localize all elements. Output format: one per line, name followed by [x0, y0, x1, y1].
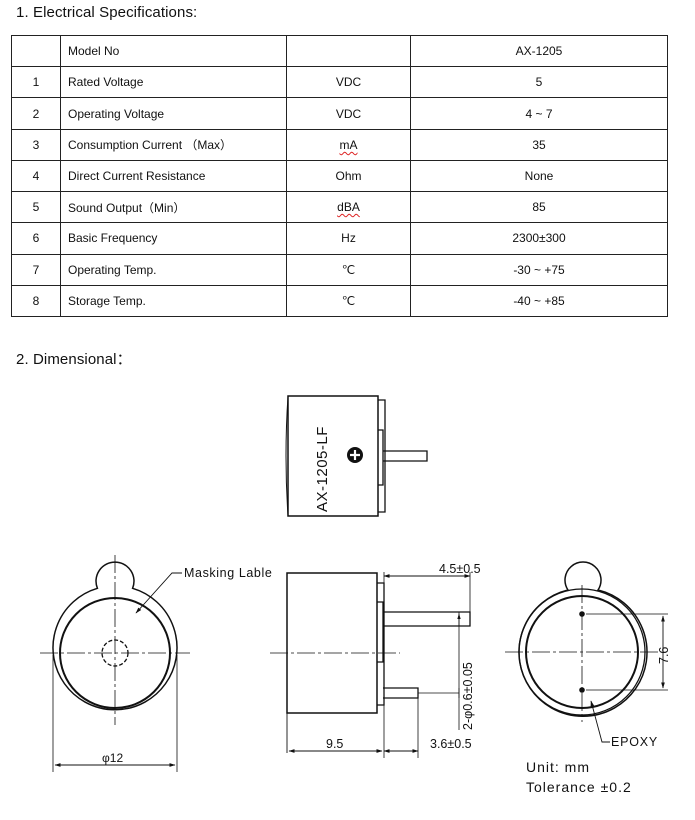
masking-label: Masking Lable [184, 566, 272, 580]
epoxy-label: EPOXY [611, 735, 658, 749]
spec-table: Model No AX-1205 1 Rated Voltage VDC 5 2… [11, 34, 668, 318]
table-row: 2 Operating Voltage VDC 4 ~ 7 [11, 97, 668, 130]
row-value: -30 ~ +75 [410, 253, 668, 286]
row-num: 2 [11, 97, 61, 130]
row-num: 4 [11, 159, 61, 193]
diameter-dimension: φ12 [102, 751, 123, 765]
height-dimension: 9.5 [326, 737, 343, 751]
pin-length-bottom-dimension: 3.6±0.5 [430, 737, 472, 751]
table-row: 7 Operating Temp. ℃ -30 ~ +75 [11, 253, 668, 286]
table-row: 4 Direct Current Resistance Ohm None [11, 159, 668, 193]
header-num [11, 34, 61, 68]
section-title-electrical: 1. Electrical Specifications: [16, 4, 198, 21]
buzzer-rear-view [505, 561, 668, 743]
row-param: Operating Voltage [60, 97, 287, 130]
buzzer-side-view [270, 572, 471, 758]
buzzer-front-view [40, 555, 190, 772]
row-unit: VDC [286, 66, 411, 99]
row-param: Basic Frequency [60, 222, 287, 255]
row-num: 3 [11, 128, 61, 161]
row-param: Storage Temp. [60, 284, 287, 318]
row-param: Consumption Current （Max） [60, 128, 287, 161]
row-unit: dBA [337, 200, 360, 215]
units-note: Unit: mm [526, 759, 590, 775]
pin-spacing-dimension: 7.6 [657, 647, 671, 664]
row-unit: VDC [286, 97, 411, 130]
row-unit: mA [339, 137, 358, 152]
table-row: 1 Rated Voltage VDC 5 [11, 66, 668, 99]
row-param: Rated Voltage [60, 66, 287, 99]
table-row: 8 Storage Temp. ℃ -40 ~ +85 [11, 284, 668, 318]
table-row: 6 Basic Frequency Hz 2300±300 [11, 222, 668, 255]
row-value: 2300±300 [410, 222, 668, 255]
header-model-value: AX-1205 [410, 34, 668, 68]
buzzer-top-view [285, 395, 428, 517]
table-header-row: Model No AX-1205 [11, 34, 668, 68]
tolerance-note: Tolerance ±0.2 [526, 779, 632, 795]
section-title-dimensional: 2. Dimensional： [16, 351, 132, 368]
row-param: Direct Current Resistance [60, 159, 287, 193]
row-value: -40 ~ +85 [410, 284, 668, 318]
row-num: 7 [11, 253, 61, 286]
header-model-label: Model No [60, 34, 287, 68]
pin-length-top-dimension: 4.5±0.5 [439, 562, 481, 576]
pin-diameter-dimension: 2-φ0.6±0.05 [461, 662, 475, 730]
table-row: 3 Consumption Current （Max） mA 35 [11, 128, 668, 161]
body-marking-label: AX-1205-LF [314, 426, 331, 512]
